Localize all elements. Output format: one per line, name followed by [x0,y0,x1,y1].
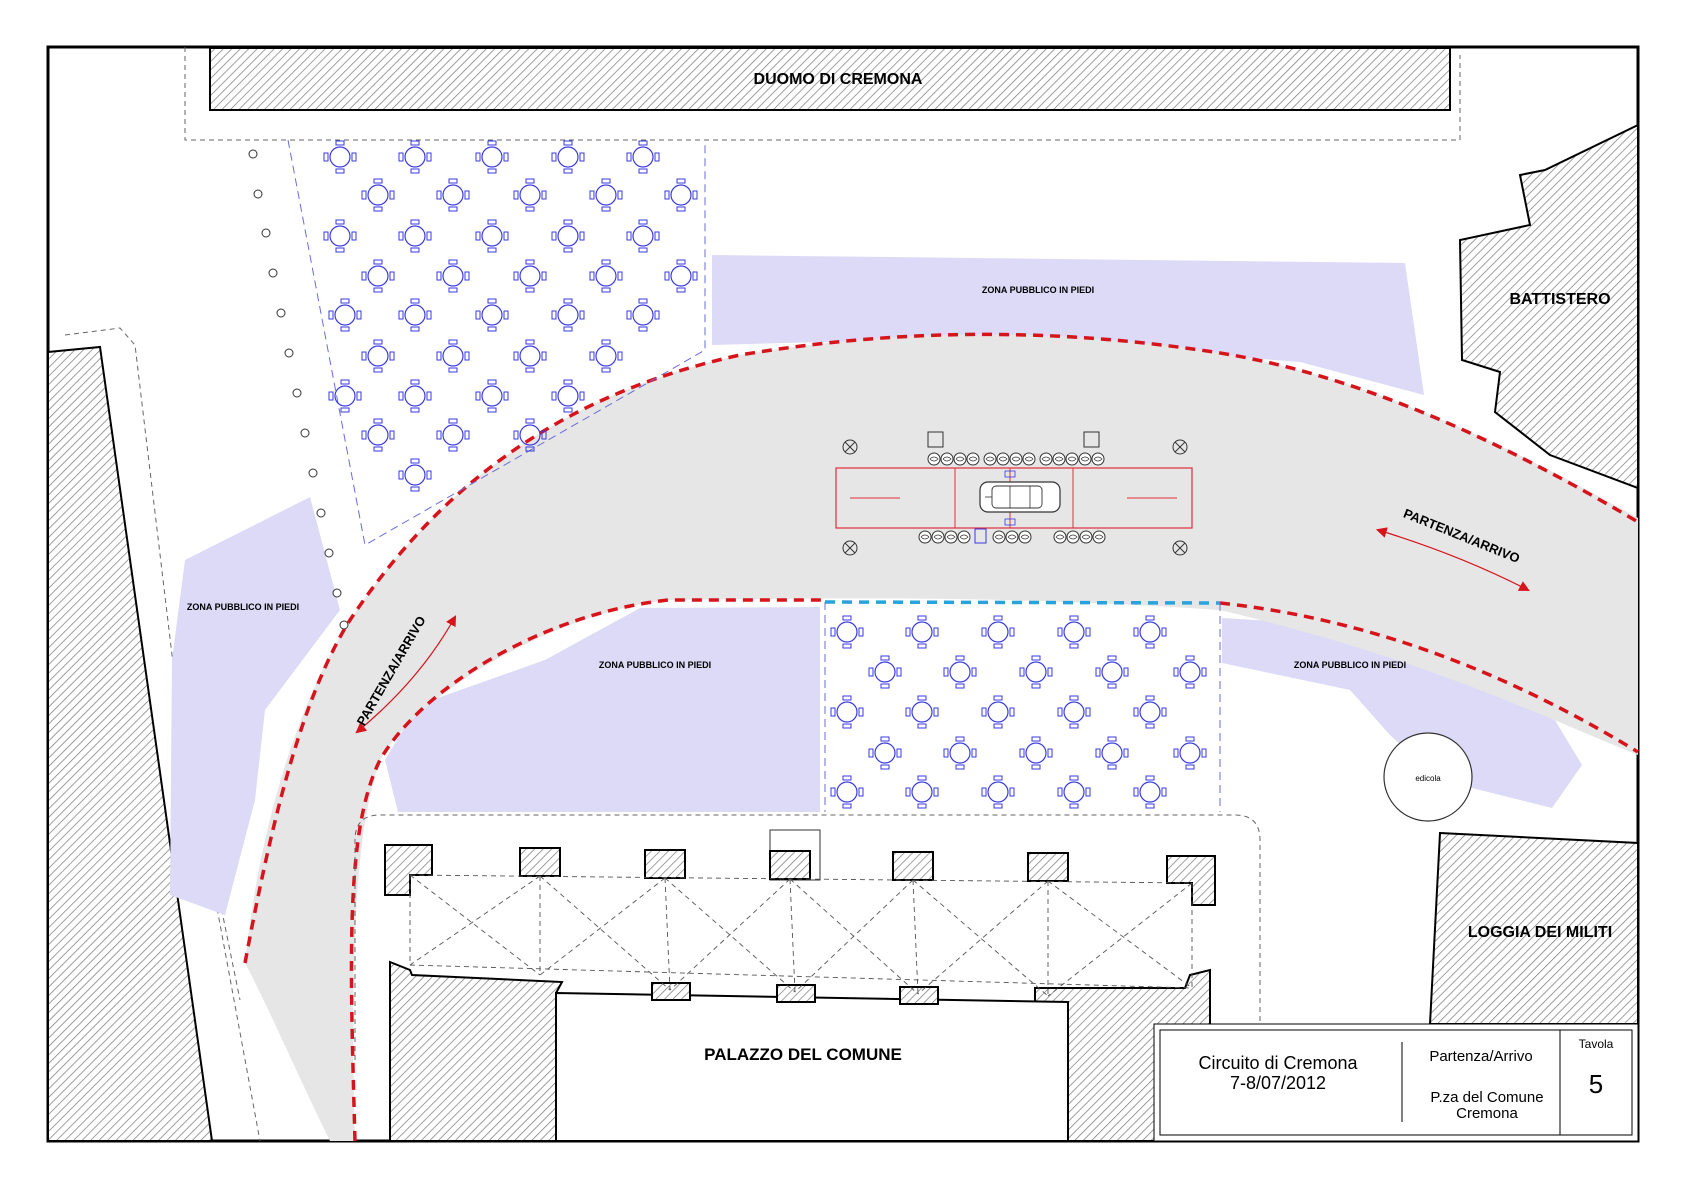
public-zone-top-right [712,255,1424,395]
seating-area-bottom-outline [824,602,1221,812]
zona-label-middle: ZONA PUBBLICO IN PIEDI [599,660,711,670]
place-line1: P.za del Comune [1430,1089,1543,1106]
palazzo-label: PALAZZO DEL COMUNE [704,1045,902,1064]
zona-label-right: ZONA PUBBLICO IN PIEDI [1294,660,1406,670]
loggia-label: LOGGIA DEI MILITI [1468,924,1612,941]
start-stage [835,431,1193,556]
tavola-number: 5 [1589,1069,1603,1099]
zona-label-top: ZONA PUBBLICO IN PIEDI [982,285,1094,295]
bollards [248,149,349,630]
battistero-building [1458,123,1639,490]
route-boundary-outer [243,332,1639,964]
subject-text: Partenza/Arrivo [1429,1048,1532,1065]
public-zone-middle [385,607,820,812]
public-zone-right [1222,618,1582,808]
tavola-label: Tavola [1579,1037,1614,1051]
partenza-right-arrow [1375,527,1530,591]
duomo-building [209,47,1451,111]
partenza-left-arrow [355,615,457,734]
public-zone-left [170,497,340,915]
finish-line [824,600,1221,605]
palazzo-portico [354,814,1261,1060]
duomo-outline [184,47,1461,141]
left-building [47,345,214,1142]
edicola-kiosk [1383,732,1473,822]
battistero-label: BATTISTERO [1509,291,1610,308]
title-block: Circuito di Cremona 7-8/07/2012 Partenza… [1153,1023,1639,1142]
race-course-road [245,334,1638,1142]
car-icon [979,481,1061,513]
palazzo-wing-left [389,960,564,1142]
place-line2: Cremona [1456,1105,1518,1122]
route-boundary-inner [349,598,1639,1142]
title-line1: Circuito di Cremona [1198,1053,1358,1073]
duomo-label: DUOMO DI CREMONA [754,71,923,88]
palazzo-main [555,991,1069,1142]
zona-label-left: ZONA PUBBLICO IN PIEDI [187,602,299,612]
edicola-label: edicola [1415,774,1441,783]
title-line2: 7-8/07/2012 [1230,1073,1326,1093]
